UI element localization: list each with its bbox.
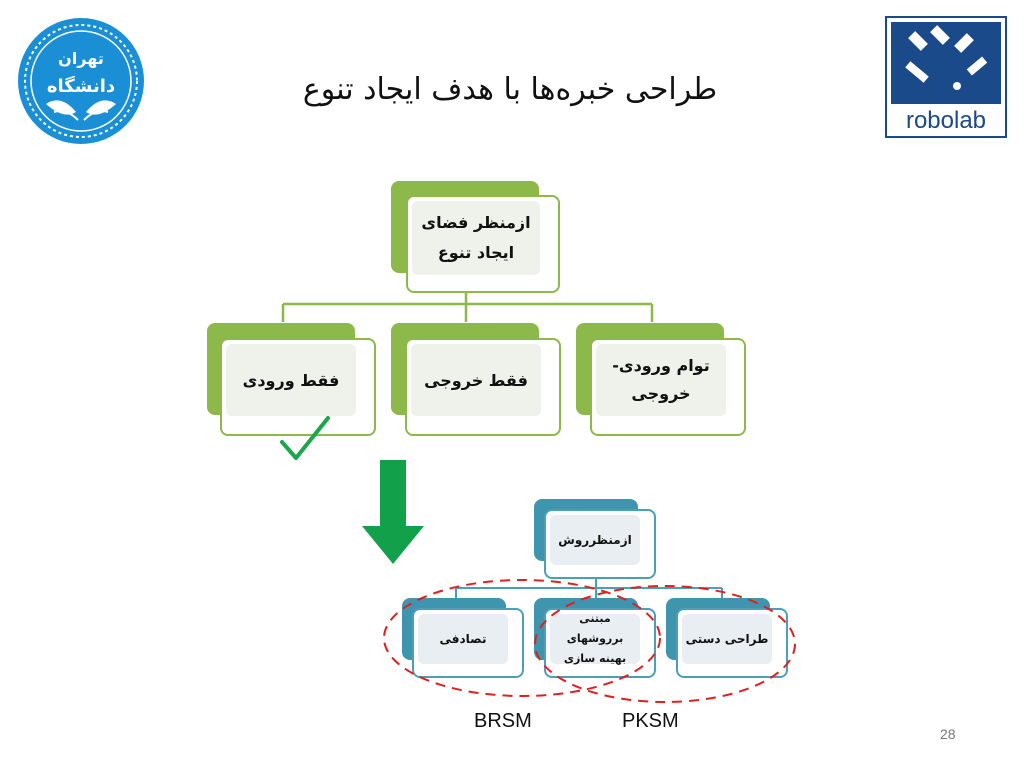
diagram1-root-label: ازمنظر فضای ایجاد تنوع bbox=[412, 201, 540, 275]
diagram1-child-label-2: توام ورودی- خروجی bbox=[596, 344, 726, 416]
university-logo: تهران دانشگاه bbox=[16, 16, 146, 146]
svg-text:دانشگاه: دانشگاه bbox=[47, 75, 115, 97]
diagram2-child-label-2: طراحی دستی bbox=[682, 614, 772, 664]
university-seal-icon: تهران دانشگاه bbox=[18, 18, 144, 144]
pksm-label: PKSM bbox=[622, 710, 679, 732]
robolab-logo-icon: robolab bbox=[885, 16, 1007, 138]
diagram2-child-label-0: تصادفی bbox=[418, 614, 508, 664]
page-number: 28 bbox=[940, 726, 956, 742]
svg-text:تهران: تهران bbox=[58, 49, 104, 68]
diagram1-child-label-0: فقط ورودی bbox=[226, 344, 356, 416]
diagram2-child-label-1: مبتنی برروشهای بهینه سازی bbox=[550, 612, 640, 665]
pksm-group-outline bbox=[534, 585, 796, 703]
arrow-down-icon bbox=[362, 460, 424, 564]
check-icon bbox=[280, 416, 330, 460]
diagram1-child-label-1: فقط خروجی bbox=[411, 344, 541, 416]
diagram2-root-label: ازمنظرروش bbox=[550, 515, 640, 565]
slide-title: طراحی خبره‌ها با هدف ایجاد تنوع bbox=[302, 72, 718, 107]
robolab-logo: robolab bbox=[885, 16, 1007, 138]
brsm-label: BRSM bbox=[474, 710, 532, 732]
robolab-text: robolab bbox=[906, 107, 986, 134]
brsm-group-outline bbox=[383, 579, 661, 697]
